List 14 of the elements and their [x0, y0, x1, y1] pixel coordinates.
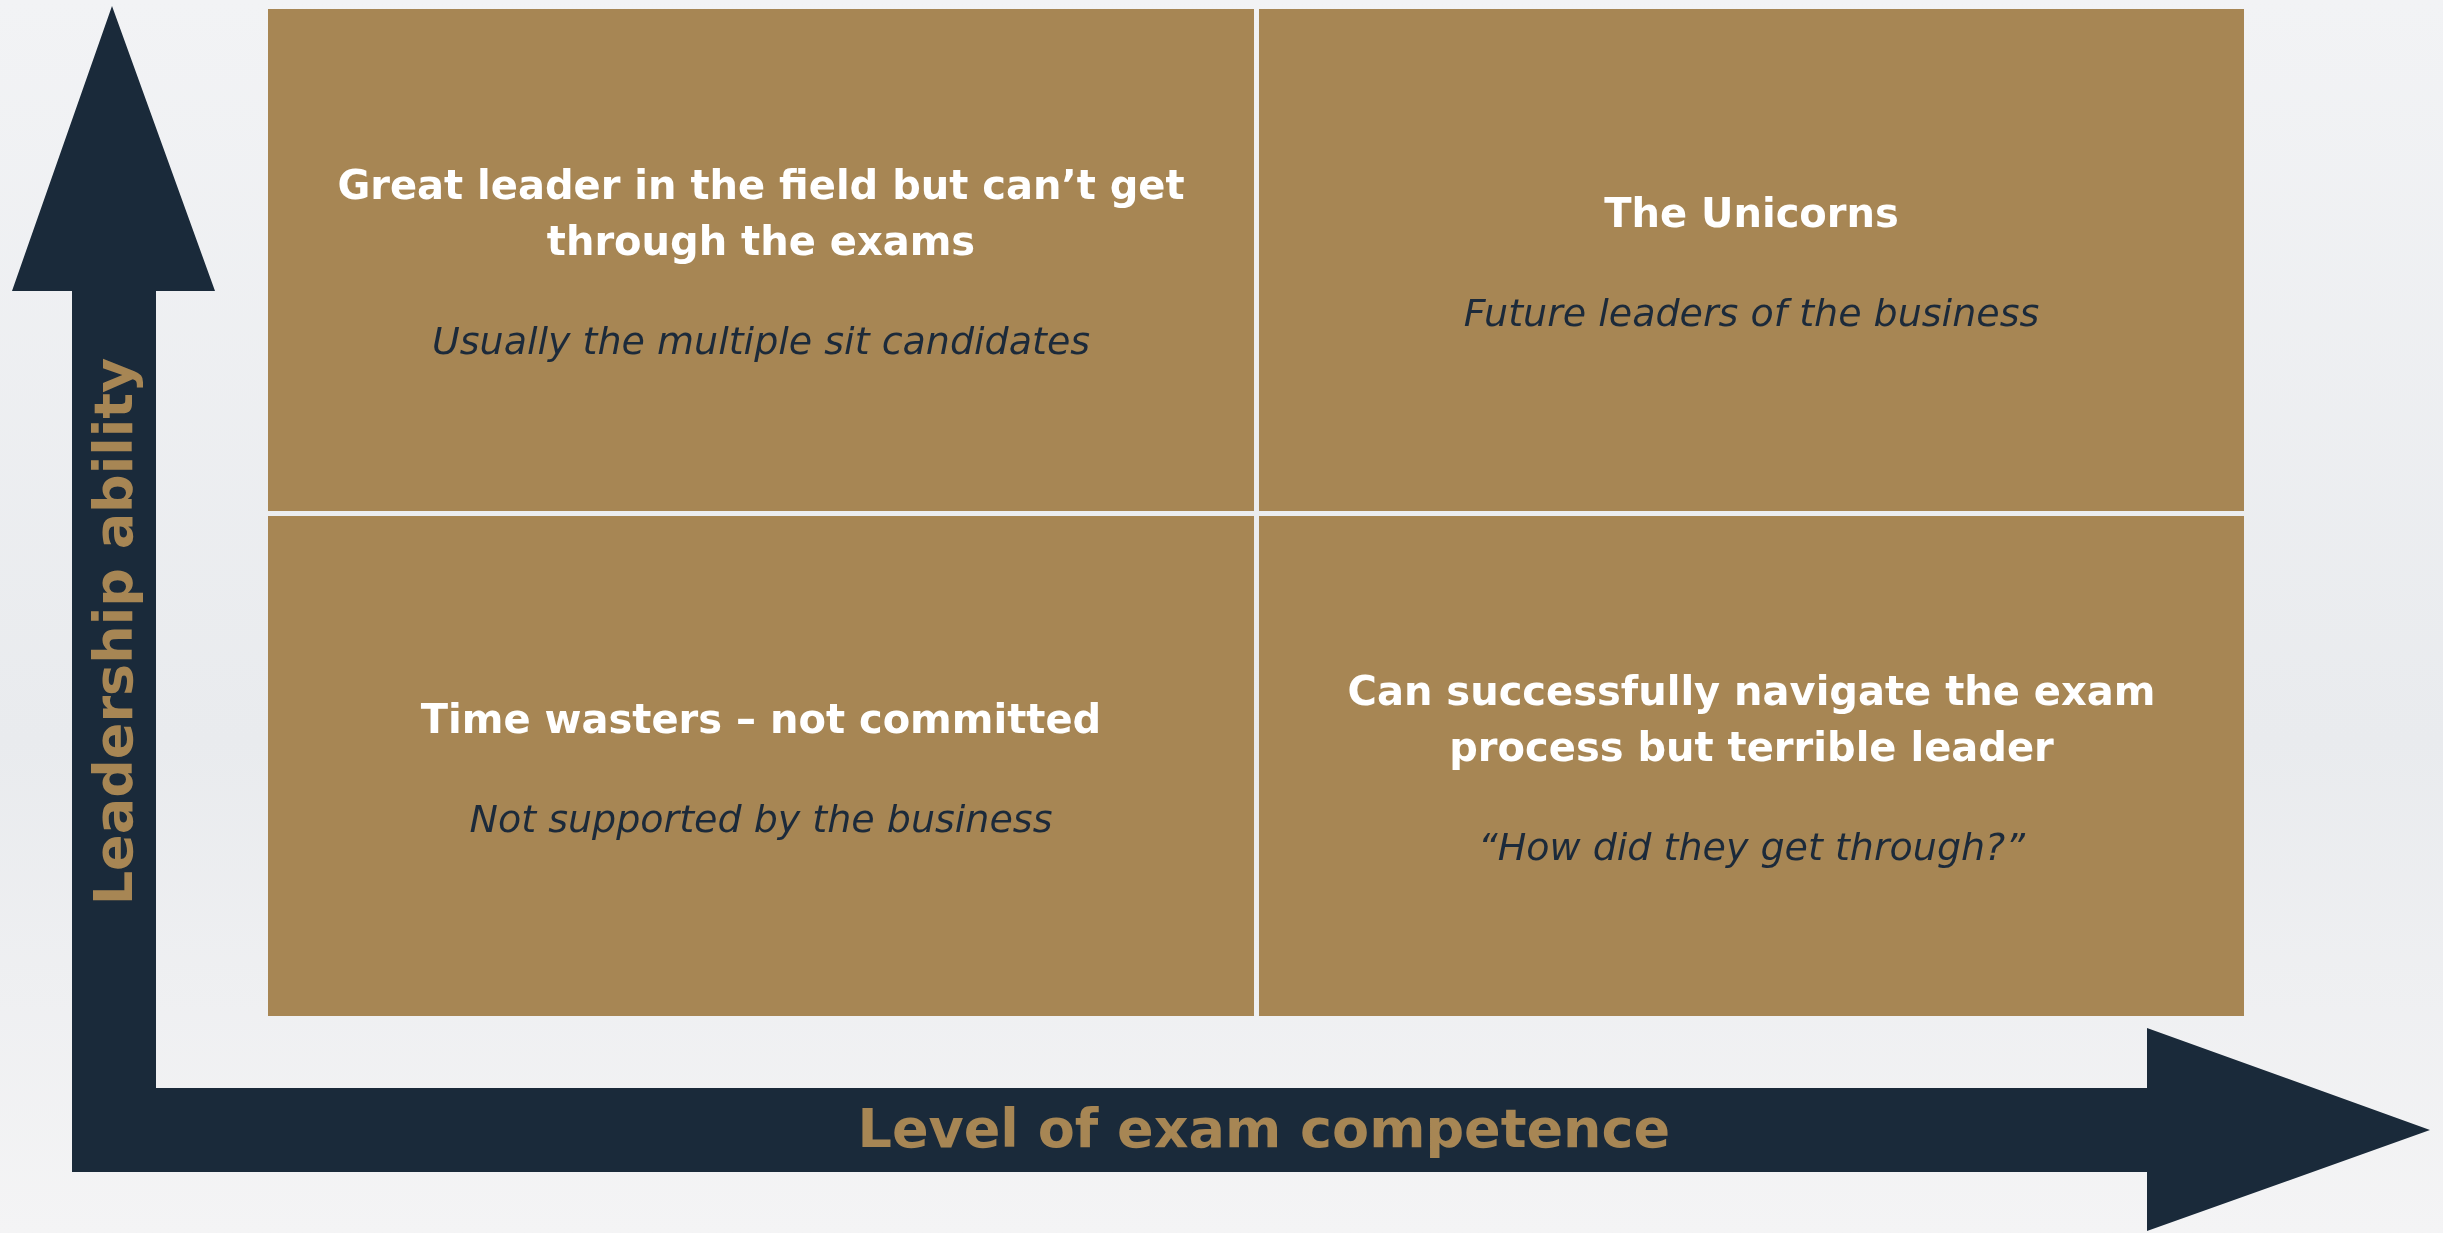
quadrant-panel: [1259, 516, 2244, 1016]
quadrant-heading: The Unicorns: [1604, 189, 1899, 238]
quadrant-heading: Great leader in the field but can’t get through the exams: [336, 161, 1186, 266]
quadrant-panel: [1259, 9, 2244, 511]
y-axis-label: Leadership ability: [82, 357, 146, 905]
quadrant-panel: [268, 9, 1254, 511]
quadrant-heading: Can successfully navigate the exam process but terrible leader: [1346, 667, 2157, 772]
quadrant-panel: [268, 516, 1254, 1016]
quadrant-description: Usually the multiple sit candidates: [431, 319, 1091, 363]
quadrant-description: “How did they get through?”: [1478, 825, 2025, 869]
quadrant-description: Not supported by the business: [469, 797, 1053, 841]
quadrant-description: Future leaders of the business: [1463, 291, 2040, 335]
quadrant-heading: Time wasters – not committed: [420, 695, 1102, 744]
x-axis-label: Level of exam competence: [857, 1096, 1671, 1160]
